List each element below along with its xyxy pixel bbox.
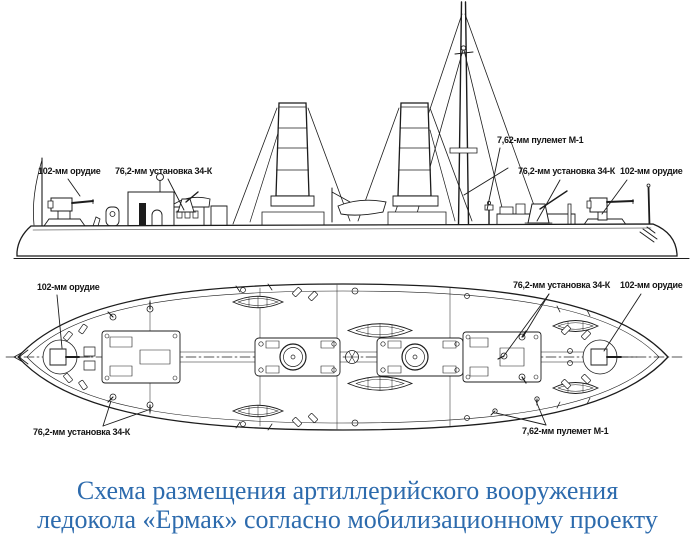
jackstaff	[33, 158, 42, 226]
lifeboat	[233, 405, 283, 417]
label-side-fore-76mm: 76,2-мм установка 34-К	[115, 166, 213, 176]
label-plan-stern-102mm: 102-мм орудие	[620, 280, 683, 290]
side-view	[14, 2, 689, 259]
fore-deckhouse	[128, 174, 227, 227]
plan-leader-lines	[57, 294, 641, 426]
hull-plan	[6, 284, 684, 430]
center-walkway	[180, 352, 583, 362]
side-leader-lines	[68, 148, 627, 221]
funnel-2	[388, 103, 446, 226]
label-plan-bow-102mm: 102-мм орудие	[37, 282, 100, 292]
hull-profile	[17, 224, 677, 256]
stern-flagstaff	[647, 184, 650, 226]
lifeboats	[233, 284, 598, 430]
deck-fitting	[93, 217, 100, 226]
label-plan-fore-76mm: 76,2-мм установка 34-К	[33, 427, 131, 437]
midship-capstan	[346, 351, 359, 364]
boiler-casing-2	[377, 338, 463, 376]
funnel-2-plan	[402, 344, 428, 370]
boiler-casing-1	[255, 338, 340, 376]
stern-gun-102mm	[583, 198, 633, 226]
caption-line-1: Схема размещения артиллерийского вооруже…	[76, 476, 619, 505]
plan-view	[6, 284, 684, 430]
davit-marks	[236, 284, 590, 430]
stern-gun-plan	[568, 340, 638, 374]
label-side-mg-762: 7,62-мм пулемет М-1	[497, 135, 584, 145]
capstan-side	[106, 207, 119, 226]
mg-positions-plan	[491, 397, 539, 415]
lifeboat-nested	[348, 377, 412, 391]
bow-gun-plan	[43, 340, 95, 374]
fore-deckhouse-plan	[102, 331, 180, 383]
caption-line-2: ледокола «Ермак» согласно мобилизационно…	[37, 505, 658, 534]
deck-boat-side	[332, 188, 386, 222]
lifeboat	[233, 296, 283, 308]
label-plan-mg-762: 7,62-мм пулемет М-1	[522, 426, 609, 436]
ship-armament-diagram	[0, 0, 695, 470]
fore-76mm-mount	[176, 192, 198, 212]
funnel-1-plan	[280, 344, 306, 370]
label-side-aft-76mm: 76,2-мм установка 34-К	[518, 166, 616, 176]
bow-gun-102mm	[44, 198, 93, 226]
funnel-1	[262, 103, 324, 226]
vent-cowls	[63, 287, 591, 427]
label-side-bow-102mm: 102-мм орудие	[38, 166, 101, 176]
label-side-stern-102mm: 102-мм орудие	[620, 166, 683, 176]
stern-anchor-mark	[640, 227, 657, 242]
figure-caption: Схема размещения артиллерийского вооруже…	[0, 476, 695, 534]
lifeboat-nested	[348, 324, 412, 338]
aft-mg-7-62mm	[485, 201, 493, 226]
label-plan-aft-76mm: 76,2-мм установка 34-К	[513, 280, 611, 290]
